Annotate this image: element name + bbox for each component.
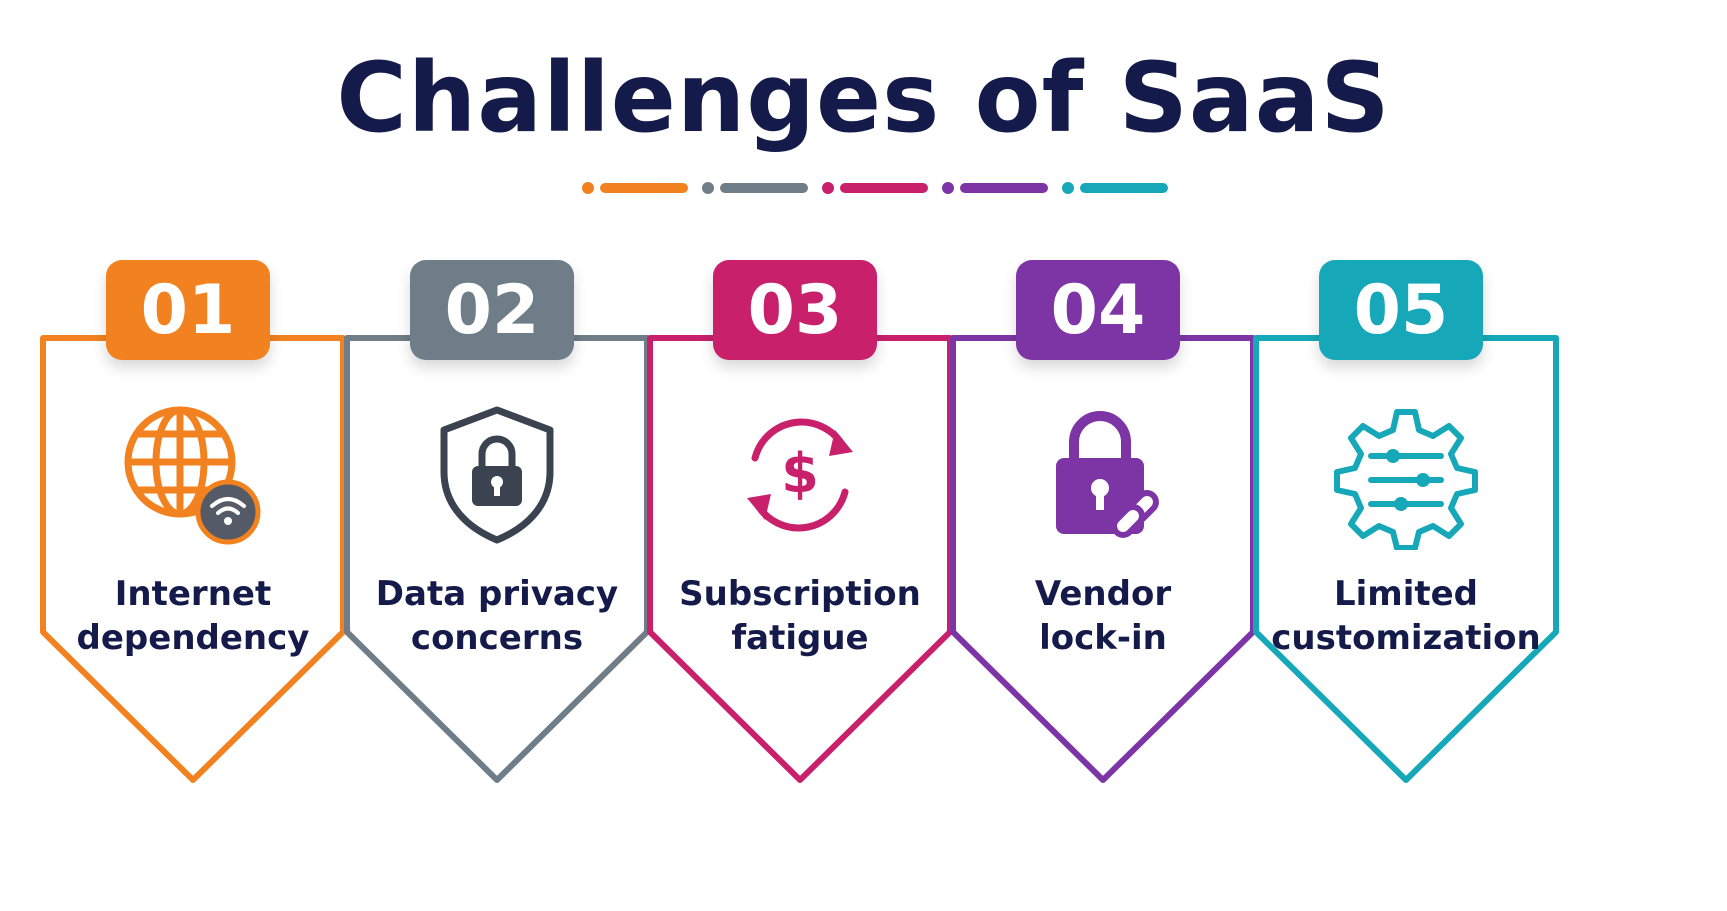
card-number-badge: 02 xyxy=(410,260,574,360)
card-number-badge: 03 xyxy=(713,260,877,360)
challenge-card-2: 02 Data privacy concerns xyxy=(342,250,652,790)
card-number-badge: 05 xyxy=(1319,260,1483,360)
card-label: Internet dependency xyxy=(48,572,338,660)
challenge-card-3: 03 $ Subscription fatigue xyxy=(645,250,955,790)
card-frame xyxy=(1253,335,1559,783)
card-label-line-1: Vendor xyxy=(1034,574,1172,614)
card-frame xyxy=(40,335,346,783)
challenge-card-4: 04 Vendor lock-in xyxy=(948,250,1258,790)
card-label: Data privacy concerns xyxy=(352,572,642,660)
padlock-chain-icon xyxy=(1056,411,1159,538)
shield-lock-icon xyxy=(440,406,554,544)
challenge-card-5: 05 Limited customization xyxy=(1251,250,1561,790)
card-label: Vendor lock-in xyxy=(958,572,1248,660)
card-label-line-2: dependency xyxy=(76,618,310,658)
svg-text:$: $ xyxy=(781,442,819,505)
card-frame xyxy=(950,335,1256,783)
dollar-cycle-icon: $ xyxy=(747,418,853,532)
card-number-badge: 01 xyxy=(106,260,270,360)
card-label-line-1: Limited xyxy=(1333,574,1479,614)
gear-sliders-icon xyxy=(1334,409,1478,550)
card-label-line-2: lock-in xyxy=(1039,618,1167,658)
card-label-line-2: concerns xyxy=(410,618,584,658)
challenge-card-1: 01 Internet dependency xyxy=(38,250,348,790)
card-label-line-1: Data privacy xyxy=(375,574,619,614)
card-frame xyxy=(344,335,650,783)
card-frame xyxy=(647,335,953,783)
card-label: Subscription fatigue xyxy=(655,572,945,660)
globe-wifi-icon xyxy=(124,406,261,545)
card-label-line-2: customization xyxy=(1271,618,1541,658)
card-number-badge: 04 xyxy=(1016,260,1180,360)
card-label-line-1: Internet xyxy=(114,574,272,614)
challenge-cards: 01 Internet dependency xyxy=(0,250,1727,810)
card-label-line-2: fatigue xyxy=(731,618,869,658)
page-title: Challenges of SaaS xyxy=(336,42,1391,154)
card-label: Limited customization xyxy=(1261,572,1551,660)
card-label-line-1: Subscription xyxy=(679,574,921,614)
color-divider xyxy=(582,182,1168,194)
